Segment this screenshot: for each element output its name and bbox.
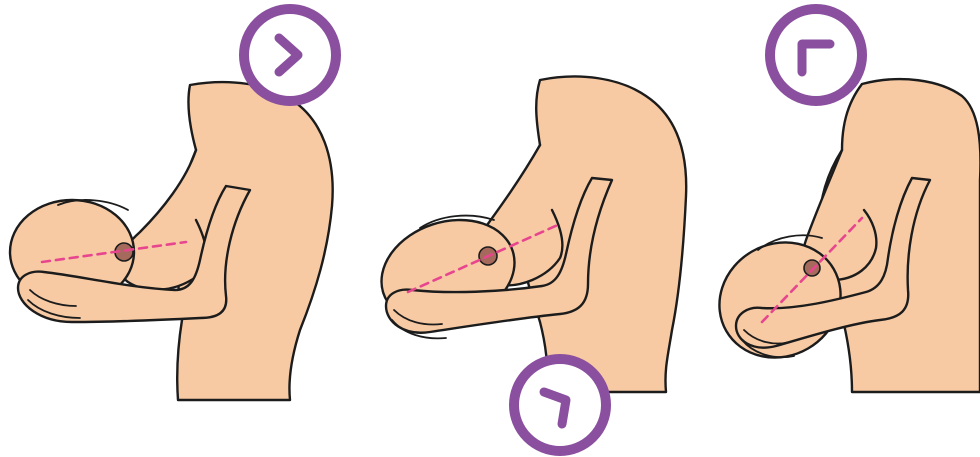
panel-1 [10,9,336,400]
panel-3-badge [770,9,862,101]
panel-3 [698,9,980,392]
panel-2-badge [514,359,606,451]
panel-1-badge [244,9,336,101]
panel-3-areola [804,260,820,276]
panel-2 [368,77,686,451]
